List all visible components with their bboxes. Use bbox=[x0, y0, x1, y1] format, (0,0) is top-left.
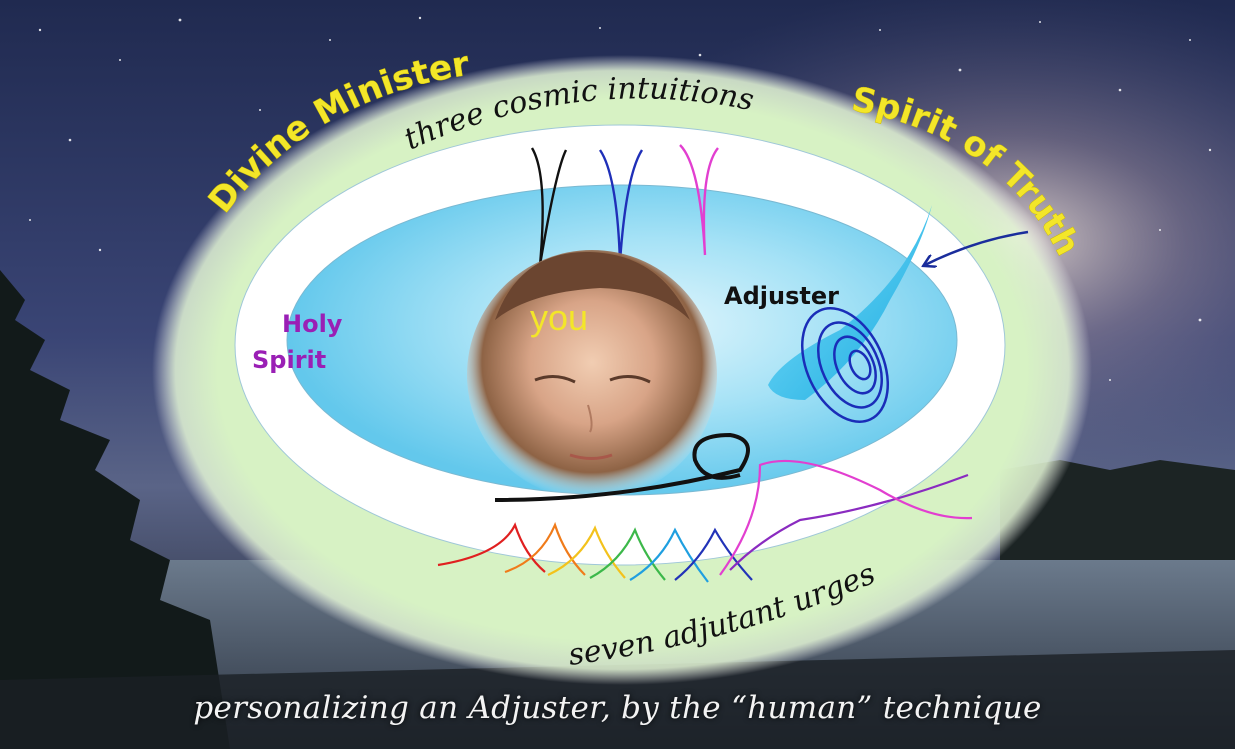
caption: personalizing an Adjuster, by the “human… bbox=[0, 690, 1235, 726]
label-holy-spirit-line1: Holy bbox=[282, 310, 343, 338]
label-holy-spirit-line2: Spirit bbox=[252, 346, 326, 374]
label-adjuster: Adjuster bbox=[724, 282, 839, 310]
label-you: you bbox=[530, 297, 588, 338]
